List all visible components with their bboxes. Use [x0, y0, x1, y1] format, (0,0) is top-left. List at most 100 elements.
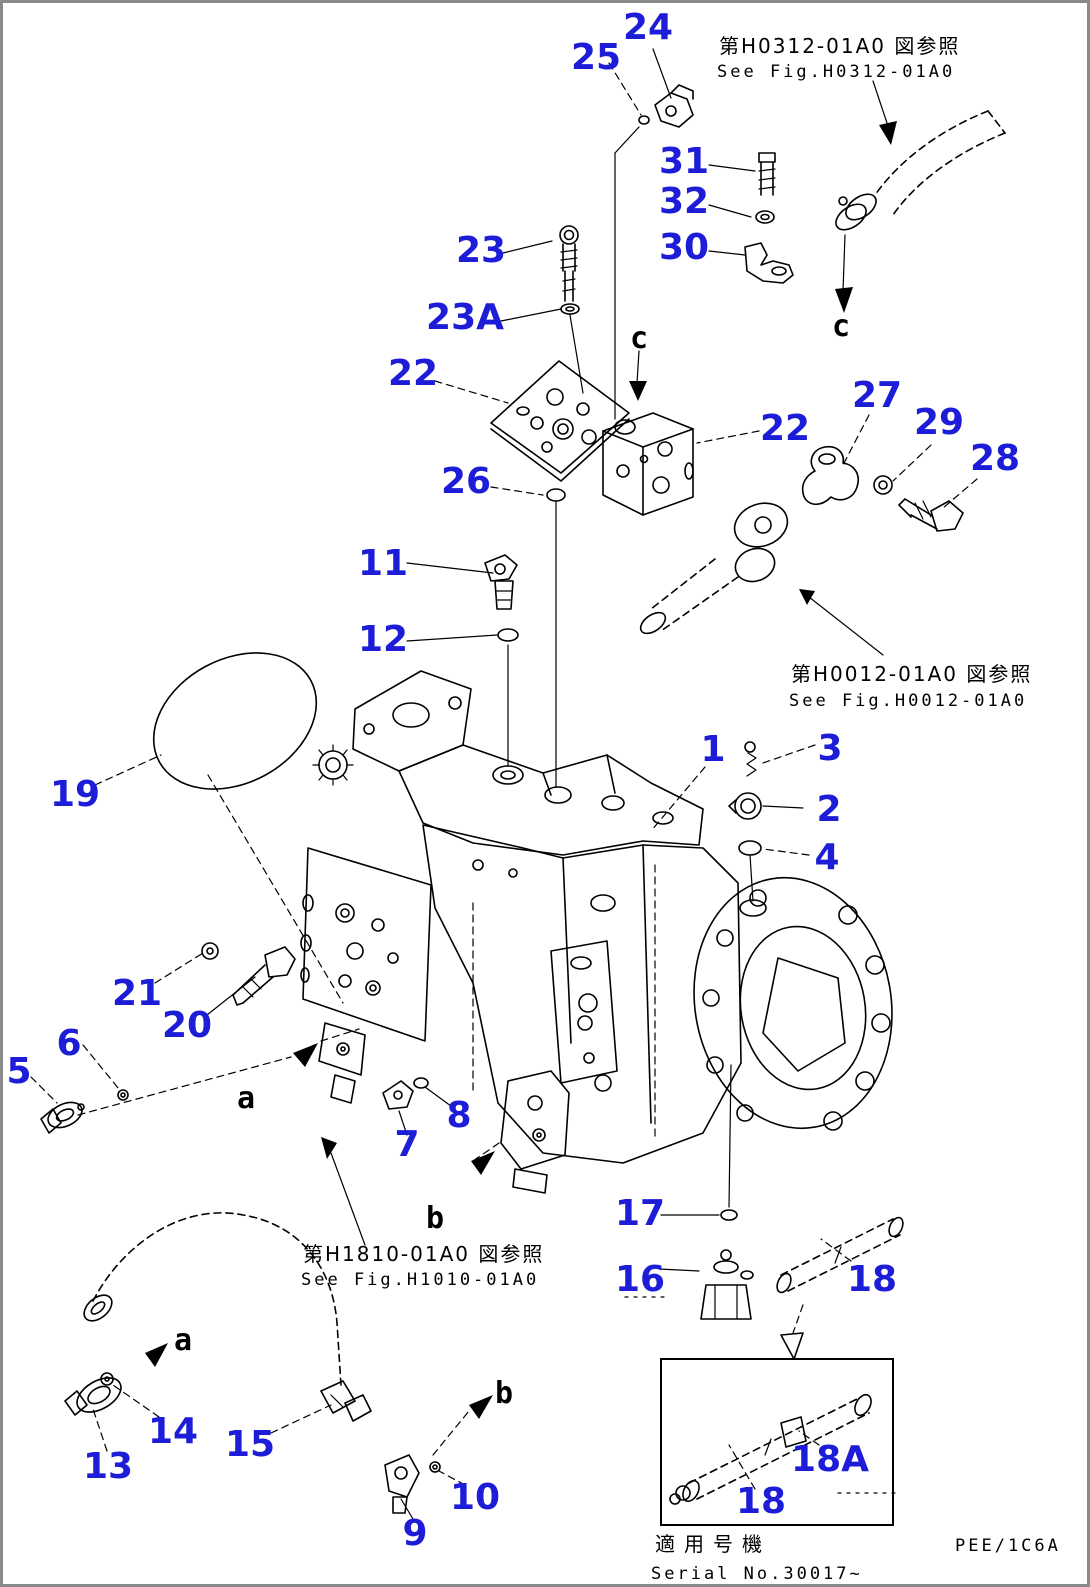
reference-mid-right: 第H0012-01A0 図参照 See Fig.H0012-01A0 — [789, 662, 1032, 711]
part-21-washer — [201, 942, 219, 960]
callout-15: 15 — [225, 1424, 275, 1465]
callout-31: 31 — [659, 141, 709, 182]
callout-18a: 18A — [791, 1439, 869, 1480]
part-4-washer — [738, 840, 762, 856]
reference-bottom-left: 第H1810-01A0 図参照 See Fig.H1010-01A0 — [301, 1242, 544, 1290]
direction-arrows — [145, 80, 897, 1419]
callout-25: 25 — [571, 37, 621, 78]
part-7-fitting — [382, 1080, 414, 1110]
part-27-clamp — [801, 445, 859, 505]
part-swivel-joint — [639, 502, 789, 635]
part-23-bolt — [559, 225, 579, 302]
part-18-tube — [776, 1216, 904, 1294]
detail-box — [660, 1358, 894, 1526]
part-11-valve — [484, 554, 518, 610]
callout-28: 28 — [970, 438, 1020, 479]
reference-top-en: See Fig.H0312-01A0 — [717, 62, 955, 82]
reference-top: 第H0312-01A0 図参照 See Fig.H0312-01A0 — [717, 34, 960, 82]
arrow-b-upper — [471, 1151, 495, 1175]
part-28-bolt — [898, 498, 964, 532]
part-3-pin — [744, 741, 757, 777]
callout-23: 23 — [456, 230, 506, 271]
callout-1: 1 — [700, 729, 725, 770]
callout-4: 4 — [814, 837, 839, 878]
callout-7: 7 — [394, 1124, 419, 1165]
part-8-washer — [413, 1077, 429, 1089]
part-5-plug — [40, 1101, 85, 1134]
reference-top-jp: 第H0312-01A0 図参照 — [719, 34, 960, 58]
callout-32: 32 — [659, 181, 709, 222]
footer-page-code: PEE/1C6A — [955, 1536, 1061, 1556]
arrow-b-lower — [469, 1395, 493, 1419]
callout-30: 30 — [659, 227, 709, 268]
letter-b-lower: b — [495, 1376, 513, 1411]
arrow-a-lower — [145, 1343, 168, 1367]
callout-5: 5 — [6, 1051, 31, 1092]
letter-c-right: c — [832, 309, 850, 344]
part-15-fitting — [320, 1380, 372, 1422]
letter-a-lower: a — [174, 1323, 192, 1358]
callout-2: 2 — [816, 789, 841, 830]
callout-18: 18 — [847, 1259, 897, 1300]
part-2-plug — [728, 792, 762, 820]
callout-9: 9 — [402, 1513, 427, 1554]
callout-6: 6 — [56, 1023, 81, 1064]
callout-10: 10 — [450, 1477, 500, 1518]
callout-27: 27 — [852, 375, 902, 416]
letter-a-upper: a — [237, 1081, 255, 1116]
part-29-nut — [873, 475, 893, 495]
part-18-tube-detail — [669, 1393, 872, 1505]
callout-12: 12 — [358, 619, 408, 660]
callout-14: 14 — [148, 1411, 198, 1452]
callout-19: 19 — [50, 774, 100, 815]
callout-29: 29 — [914, 402, 964, 443]
part-32-washer — [755, 210, 775, 224]
callout-11: 11 — [358, 543, 408, 584]
callout-26: 26 — [441, 461, 491, 502]
callout-numbers: 24 25 31 32 30 23 23A 22 22 27 29 28 26 … — [6, 7, 1020, 1554]
callout-16: 16 — [615, 1259, 665, 1300]
callout-22-left: 22 — [388, 353, 438, 394]
part-23a-washer — [560, 303, 580, 315]
part-hose-bottom-left — [83, 1212, 342, 1386]
part-9-elbow — [384, 1454, 420, 1514]
callout-24: 24 — [623, 7, 673, 48]
part-26-washer — [546, 488, 566, 502]
part-17-washer — [720, 1209, 738, 1221]
reference-mid-right-jp: 第H0012-01A0 図参照 — [791, 662, 1032, 686]
reference-mid-right-en: See Fig.H0012-01A0 — [789, 691, 1027, 711]
part-16-valve — [700, 1249, 754, 1320]
part-24-fitting — [654, 84, 694, 128]
callout-13: 13 — [83, 1446, 133, 1487]
footer-applicable-label: 適用号機 — [655, 1532, 771, 1556]
part-10-ring — [429, 1461, 441, 1473]
view-letters: c c a b a b — [174, 309, 850, 1411]
pump-assembly-drawing — [300, 670, 893, 1194]
part-13-fitting — [64, 1377, 122, 1416]
diagram-canvas: 第H0312-01A0 図参照 See Fig.H0312-01A0 第H001… — [6, 7, 1061, 1584]
part-22-plate — [490, 360, 630, 482]
callout-21: 21 — [112, 973, 162, 1014]
reference-bottom-left-jp: 第H1810-01A0 図参照 — [303, 1242, 544, 1266]
part-hose-top-right — [874, 110, 1006, 216]
reference-bottom-left-en: See Fig.H1010-01A0 — [301, 1270, 539, 1290]
leader-lines — [30, 48, 978, 1520]
arrow-a-upper — [293, 1043, 318, 1067]
callout-17: 17 — [615, 1193, 665, 1234]
part-20-bolt — [232, 946, 296, 1006]
part-22-block — [602, 412, 694, 516]
callout-23a: 23A — [426, 297, 504, 338]
callout-8: 8 — [446, 1095, 471, 1136]
part-14-ring — [100, 1372, 114, 1386]
part-25-ring — [638, 115, 650, 125]
part-31-bolt — [758, 152, 776, 196]
part-18a-clamp — [780, 1416, 807, 1448]
letter-b-upper: b — [426, 1201, 444, 1236]
part-19-gasket — [152, 652, 318, 790]
callout-3: 3 — [817, 728, 842, 769]
letter-c-left: c — [630, 321, 648, 356]
callout-20: 20 — [162, 1005, 212, 1046]
part-30-clamp — [744, 242, 794, 284]
part-12-washer — [497, 628, 519, 642]
